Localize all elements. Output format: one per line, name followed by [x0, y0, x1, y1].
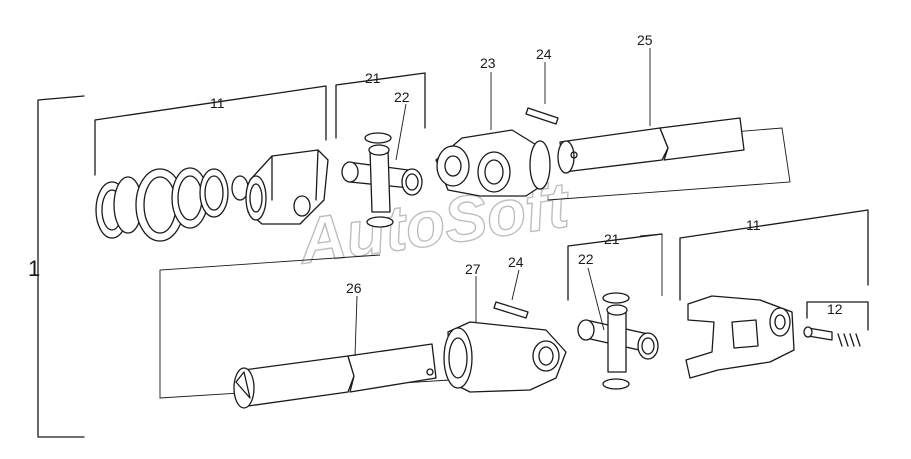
pin-24-lower [493, 301, 529, 319]
callout-11-lower: 11 [746, 217, 761, 233]
callout-24-upper: 24 [536, 46, 552, 62]
cross-spider-lower [577, 292, 659, 390]
bracket-11-lower [679, 209, 869, 301]
callout-25: 25 [637, 32, 653, 48]
callout-22-lower: 22 [578, 251, 594, 267]
seal-rings-upper [95, 167, 249, 242]
yoke-splined-lower [685, 295, 795, 379]
yoke-23 [435, 129, 551, 197]
bracket-11-upper [94, 85, 327, 176]
bracket-21-lower [567, 233, 663, 301]
callout-22-upper: 22 [394, 89, 410, 105]
callout-26: 26 [346, 280, 362, 296]
pin-24-upper [525, 107, 559, 125]
yoke-splined-upper [245, 149, 329, 225]
callout-23: 23 [480, 55, 496, 71]
cross-spider-upper [341, 132, 423, 228]
tube-25 [557, 117, 745, 174]
bracket-12 [806, 301, 869, 331]
callout-21-upper: 21 [365, 70, 381, 86]
callout-21-lower: 21 [604, 231, 620, 247]
callout-12: 12 [827, 301, 843, 317]
callout-27: 27 [465, 261, 481, 277]
yoke-27 [443, 321, 567, 393]
assembly-label: 1 [28, 256, 40, 281]
bracket-21-upper [335, 72, 426, 139]
callout-24-lower: 24 [508, 254, 524, 270]
assembly-bracket [37, 95, 85, 438]
bolt-and-spring-12 [803, 326, 861, 347]
leader-lines [354, 48, 651, 357]
tube-26 [233, 343, 437, 409]
callout-11-upper: 11 [210, 95, 225, 111]
